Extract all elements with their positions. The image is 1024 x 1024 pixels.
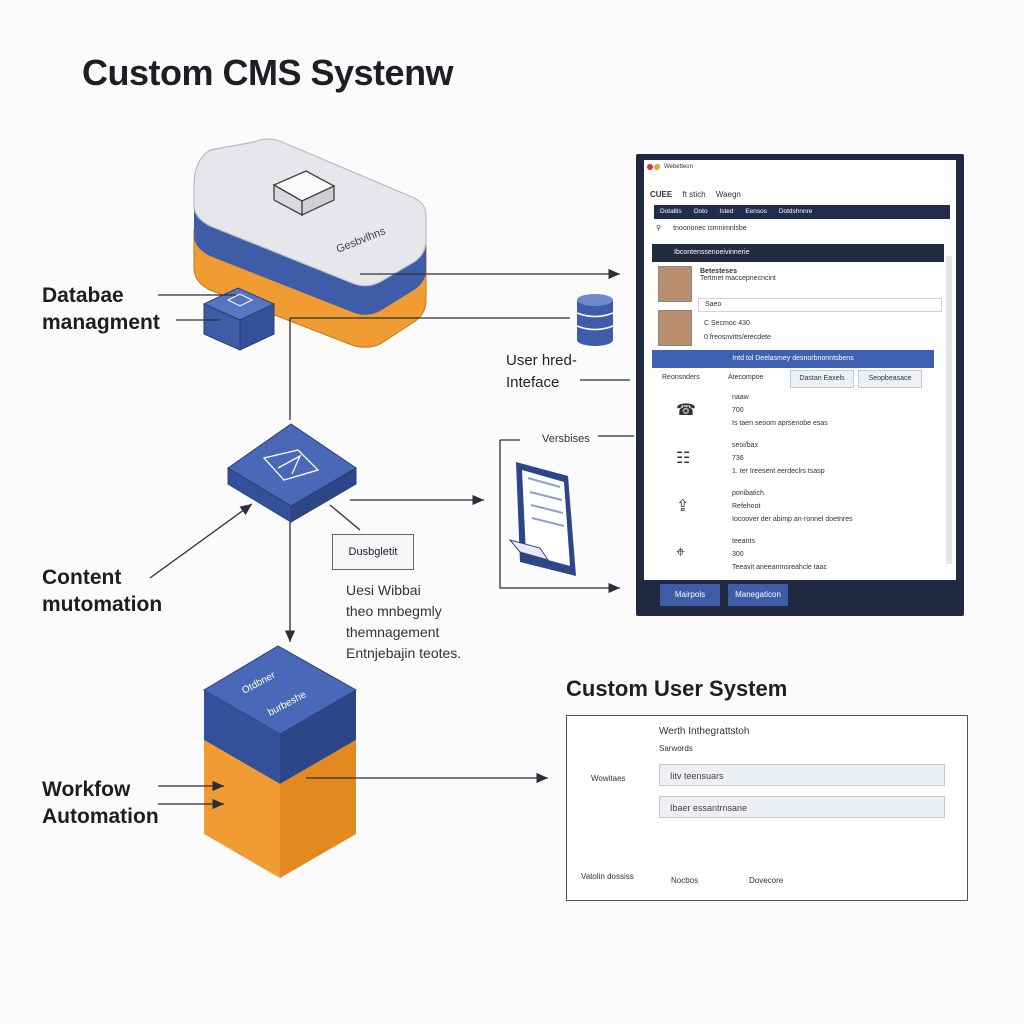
bottom-icon-label-2: Nocbos — [671, 876, 699, 885]
nav-item-1[interactable]: Dotaltis — [660, 208, 682, 215]
profile2-text: C Secmoc 430 — [704, 320, 750, 327]
content-label-line2: mutomation — [42, 593, 163, 616]
user-system-title: Custom User System — [566, 676, 788, 701]
row3-text: 0 freosnvitts/erecdete — [704, 334, 771, 341]
dark-row: Ibcontenssenoeivinnerie — [652, 244, 944, 262]
bottom-icon-label-1: Vatolin dossiss — [581, 872, 634, 881]
minimize-dot-icon[interactable] — [654, 164, 660, 170]
avatar — [658, 310, 692, 346]
panel-subheader: Sarwords — [659, 744, 693, 753]
content-label-line1: Content — [42, 566, 122, 589]
scrollbar[interactable] — [946, 256, 952, 564]
footer-button-1[interactable]: Mairpols — [660, 584, 720, 606]
content-automation-label: Content mutomation — [42, 564, 162, 618]
ui-label-line1: User hred- — [506, 352, 577, 369]
menu-item-3[interactable]: Waegn — [715, 190, 741, 199]
ui-label-line2: Inteface — [506, 374, 560, 391]
list-item-line: 700 — [732, 407, 744, 414]
list-item-line: Iocoover der abimp an-ronnel doetnres — [732, 516, 853, 523]
panel-input-2[interactable]: Ibaer essantrnsane — [659, 796, 945, 818]
avatar — [658, 266, 692, 302]
nav-item-4[interactable]: Eensos — [745, 208, 767, 215]
list-item-line: naaw — [732, 394, 749, 401]
network-icon: ☷ — [676, 450, 691, 467]
browser-titlebar: Webetteon — [644, 160, 956, 174]
workflow-label-line1: Workfow — [42, 778, 131, 801]
close-dot-icon[interactable] — [647, 164, 653, 170]
panel-header: Werth Inthegrattstoh — [659, 726, 750, 737]
list-item-line: ponibatich — [732, 490, 764, 497]
field1-input[interactable]: Saeo — [698, 298, 942, 312]
browser-window: Webetteon CUEE ft stich Waegn Dotaltis O… — [636, 154, 964, 616]
list-item-line: seoi/bax — [732, 442, 759, 449]
menu-item-1[interactable]: CUEE — [650, 190, 673, 199]
phone-icon: ☎ — [676, 402, 696, 419]
nav-item-5[interactable]: Dotdshnnre — [778, 208, 813, 215]
box-label: Dusbgletit — [332, 534, 414, 570]
note-line-2: theo mnbegmly — [346, 603, 442, 619]
bottom-icon-label-3: Dovecore — [749, 876, 784, 885]
tab-4[interactable]: Seopbeasace — [858, 370, 922, 388]
versions-label: Versbises — [542, 433, 590, 445]
panel-input-1[interactable]: Iitv teensuars — [659, 764, 945, 786]
nav-item-3[interactable]: Isted — [719, 208, 734, 215]
footer-button-2[interactable]: Manegaticon — [728, 584, 788, 606]
list-item-line: Teeavit aneeanmsreahcle taac — [732, 564, 827, 571]
database-management-label: Databae managment — [42, 282, 160, 336]
browser-title: Webetteon — [664, 164, 693, 170]
document-icon — [508, 462, 576, 576]
upload-icon: ⇪ — [676, 498, 690, 515]
tab-1[interactable]: Reonsnders — [662, 374, 700, 381]
menu-item-2[interactable]: ft stich — [682, 190, 706, 199]
blue-row[interactable]: Intd tol Deelasmey desnorbnonntsbens — [652, 350, 934, 368]
workflow-label-line2: Automation — [42, 805, 159, 828]
database-cube-icon — [202, 287, 276, 351]
icon-label-1: Wowitaes — [591, 774, 626, 783]
profile1-text: Betesteses Tertmet maccepnecncint — [700, 268, 776, 282]
note-line-3: themnagement — [346, 624, 440, 640]
compass-icon: ⌖ — [676, 544, 686, 561]
nav-item-2[interactable]: Ooto — [693, 208, 708, 215]
note-line-1: Uesi Wibbai — [346, 582, 421, 598]
workflow-automation-label: Workfow Automation — [42, 776, 159, 830]
database-stack-icon — [576, 294, 614, 346]
database-label-line2: managment — [42, 311, 160, 334]
profile1-detail: Tertmet maccepnecncint — [700, 275, 776, 282]
browser-content: Webetteon CUEE ft stich Waegn Dotaltis O… — [644, 160, 956, 580]
search-icon[interactable]: ⚲ — [656, 225, 662, 232]
page-title: Custom CMS Systenw — [82, 52, 454, 93]
tab-3[interactable]: Dastan Eaxels — [790, 370, 854, 388]
search-row-text: tnoononec ismnimnlsbe — [673, 225, 747, 232]
tab-2[interactable]: Atecompoe — [728, 374, 764, 381]
list-item-line: 300 — [732, 551, 744, 558]
list-item-line: teeants — [732, 538, 755, 545]
list-item-line: 1. ter Ireesent eerdeclrs tsasp — [732, 468, 825, 475]
list-item-line: Is taen seoom aprsenobe esas — [732, 420, 828, 427]
user-interface-label: User hred- Inteface — [506, 350, 577, 394]
user-system-panel: Werth Inthegrattstoh Sarwords Wowitaes I… — [566, 715, 968, 901]
browser-menu: CUEE ft stich Waegn — [650, 190, 741, 199]
browser-nav: Dotaltis Ooto Isted Eensos Dotdshnnre — [654, 205, 950, 219]
note-text: Uesi Wibbai theo mnbegmly themnagement E… — [346, 580, 461, 664]
workflow-cube: Otdbner burbeshe — [203, 645, 358, 878]
database-label-line1: Databae — [42, 284, 124, 307]
content-cube-icon — [227, 423, 357, 523]
list-item-line: Refehoot — [732, 503, 761, 510]
list-item-line: 736 — [732, 455, 744, 462]
search-row[interactable]: ⚲ tnoononec ismnimnlsbe — [656, 224, 747, 232]
profile1-name: Betesteses — [700, 268, 737, 275]
note-line-4: Entnjebajin teotes. — [346, 645, 462, 661]
